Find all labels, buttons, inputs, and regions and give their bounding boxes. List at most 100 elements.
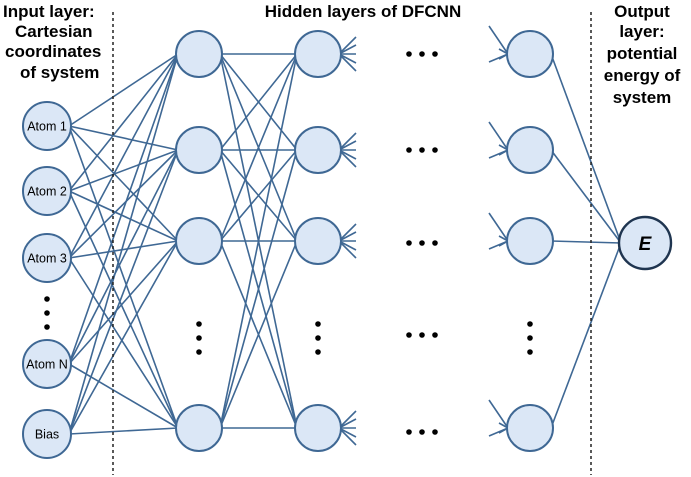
edge-in3-h1n4 — [68, 257, 179, 429]
layer-ellipsis-dot-r1-3 — [432, 51, 438, 57]
hidden-node-l2-1 — [294, 30, 342, 78]
layer-ellipsis-dot-r4-3 — [432, 332, 438, 338]
edge-in4-h1n4 — [68, 363, 179, 429]
layer-ellipsis-dot-r3-1 — [406, 240, 412, 246]
edge-in1-h1n1 — [68, 53, 179, 127]
hidden-node-l1-3 — [175, 217, 223, 265]
edge-in3-h1n1 — [68, 53, 179, 259]
hidden-node-l2-3 — [294, 217, 342, 265]
layer-ellipsis-dot-r5-2 — [419, 429, 425, 435]
layer-ellipsis-dot-r2-3 — [432, 147, 438, 153]
input-title-line-4: of system — [20, 63, 99, 82]
input-node-1 — [22, 101, 72, 151]
edge-in1-hln2 — [488, 121, 509, 151]
input-node-2 — [22, 166, 72, 216]
edge-in5-h1n2 — [68, 149, 179, 435]
edge-hln1-output — [550, 53, 622, 244]
input-ellipsis-dot-2 — [44, 310, 50, 316]
layer-ellipsis-dot-r5-3 — [432, 429, 438, 435]
hidden-node-l1-4 — [175, 404, 223, 452]
edge-in4-h1n1 — [68, 53, 179, 365]
edge-h2n3-out5 — [338, 240, 357, 259]
output-title-line-1: Output — [614, 2, 670, 21]
edge-in1-hln3 — [488, 212, 509, 242]
input-ellipsis-dot-1 — [44, 296, 50, 302]
hidden-l1-ellipsis-dot-1 — [196, 321, 202, 327]
layer-ellipsis-dot-r4-1 — [406, 332, 412, 338]
edge-in5-h1n3 — [68, 240, 179, 435]
edge-h2n2-out1 — [338, 132, 357, 151]
hidden-l2-ellipsis-dot-2 — [315, 335, 321, 341]
edge-in4-h1n2 — [68, 149, 179, 365]
edge-in2-h1n2 — [68, 149, 179, 192]
layer-ellipsis-dot-r2-2 — [419, 147, 425, 153]
input-node-label: Atom 1 — [27, 120, 67, 134]
hidden-node-l3-3 — [506, 217, 554, 265]
edge-in1-hln1 — [488, 25, 509, 55]
hidden-l1-ellipsis-dot-3 — [196, 349, 202, 355]
layer-ellipsis-dot-r1-2 — [419, 51, 425, 57]
layer-ellipsis-dot-r4-2 — [419, 332, 425, 338]
edge-in2-h1n3 — [68, 190, 179, 242]
layer-ellipsis-dot-r3-2 — [419, 240, 425, 246]
input-node-label: Bias — [35, 428, 59, 442]
edge-in4-h1n3 — [68, 240, 179, 365]
edge-in5-h1n4 — [68, 427, 179, 435]
hidden-node-l2-4 — [294, 404, 342, 452]
layer-ellipsis-dot-r3-3 — [432, 240, 438, 246]
input-node-4 — [22, 339, 72, 389]
input-node-label: Atom 3 — [27, 252, 67, 266]
input-node-label: Atom 2 — [27, 185, 67, 199]
edge-in1-h1n4 — [68, 125, 179, 429]
hidden-node-l2-2 — [294, 126, 342, 174]
input-title-line-1: Input layer: — [3, 2, 95, 21]
hidden-node-l1-2 — [175, 126, 223, 174]
edge-hln4-output — [550, 242, 622, 429]
hidden-node-l3-4 — [506, 404, 554, 452]
hidden-l3-ellipsis-dot-2 — [527, 335, 533, 341]
edge-h1n2-h2n1 — [219, 53, 298, 151]
edge-h2n3-out1 — [338, 223, 357, 242]
edge-h1n4-h2n1 — [219, 53, 298, 429]
hidden-node-l3-2 — [506, 126, 554, 174]
edge-in1-h1n3 — [68, 125, 179, 242]
hidden-l1-ellipsis-dot-2 — [196, 335, 202, 341]
edge-in1-h1n2 — [68, 125, 179, 151]
edge-h1n3-h2n2 — [219, 149, 298, 242]
input-title-line-2: Cartesian — [15, 22, 92, 41]
edge-in2-h1n1 — [68, 53, 179, 192]
edge-hln3-output — [550, 240, 622, 244]
hidden-node-l3-1 — [506, 30, 554, 78]
connections — [68, 25, 622, 446]
nodes: Atom 1 Atom 2 Atom 3 Atom N Bias E — [22, 30, 673, 459]
edge-h2n2-out5 — [338, 149, 357, 168]
input-node-5 — [22, 409, 72, 459]
hidden-title: Hidden layers of DFCNN — [265, 2, 461, 21]
edge-hln2-output — [550, 149, 622, 244]
edge-h1n4-h2n2 — [219, 149, 298, 429]
edge-in5-h1n1 — [68, 53, 179, 435]
input-node-3 — [22, 233, 72, 283]
edge-h2n4-out5 — [338, 427, 357, 446]
edge-h2n1-out5 — [338, 53, 357, 72]
hidden-l3-ellipsis-dot-1 — [527, 321, 533, 327]
hidden-l3-ellipsis-dot-3 — [527, 349, 533, 355]
layer-ellipsis-dot-r2-1 — [406, 147, 412, 153]
output-title-line-2: layer: — [619, 22, 664, 41]
edge-h2n1-out1 — [338, 36, 357, 55]
edge-in3-h1n3 — [68, 240, 179, 259]
hidden-l2-ellipsis-dot-1 — [315, 321, 321, 327]
hidden-l2-ellipsis-dot-3 — [315, 349, 321, 355]
input-node-label: Atom N — [26, 358, 68, 372]
output-node — [617, 215, 673, 271]
layer-ellipsis-dot-r1-1 — [406, 51, 412, 57]
edge-in2-h1n4 — [68, 190, 179, 429]
output-node-label: E — [639, 234, 653, 255]
edge-h2n4-out1 — [338, 410, 357, 429]
edge-h1n3-h2n1 — [219, 53, 298, 242]
input-title-line-3: coordinates — [5, 42, 101, 61]
edge-h1n4-h2n3 — [219, 240, 298, 429]
output-title-line-5: system — [613, 88, 672, 107]
input-ellipsis-dot-3 — [44, 324, 50, 330]
